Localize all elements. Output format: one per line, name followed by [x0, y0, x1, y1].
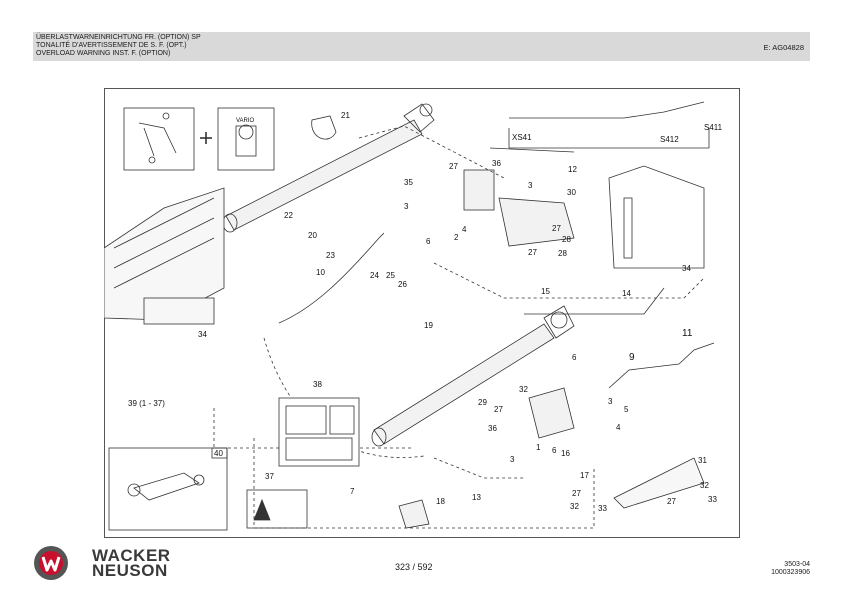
vario-label: VARIO	[236, 118, 255, 124]
callout-23: 23	[326, 251, 335, 260]
callout-31: 31	[698, 456, 707, 465]
callout-29: 29	[478, 398, 487, 407]
title-english: OVERLOAD WARNING INST. F. (OPTION)	[36, 50, 171, 57]
callout-36: 36	[488, 424, 497, 433]
header-titles: ÜBERLASTWARNEINRICHTUNG FR. (OPTION) SP …	[36, 34, 201, 58]
connector-xs41: XS41	[512, 133, 532, 142]
callout-24: 24	[370, 271, 379, 280]
callout-5: 5	[624, 405, 629, 414]
callout-26: 26	[398, 280, 407, 289]
callout-27: 27	[667, 497, 676, 506]
callout-3: 3	[404, 202, 409, 211]
doc-ref-line-1: 3503-04	[784, 561, 810, 568]
callout-6: 6	[552, 446, 557, 455]
callout-34: 34	[198, 330, 207, 339]
callout-32: 32	[700, 481, 709, 490]
callout-33: 33	[708, 495, 717, 504]
callout-32: 32	[570, 502, 579, 511]
header-bar: ÜBERLASTWARNEINRICHTUNG FR. (OPTION) SP …	[33, 32, 810, 61]
callout-12: 12	[568, 165, 577, 174]
brand-line-2: NEUSON	[92, 561, 168, 580]
callout-27: 27	[572, 489, 581, 498]
exploded-parts-diagram: 1 2 3 3 3 3 4 4 5 6 6 6 7 9 10 11 12 13 …	[104, 101, 723, 531]
callout-7: 7	[350, 487, 355, 496]
title-german: ÜBERLASTWARNEINRICHTUNG FR. (OPTION) SP	[36, 34, 201, 41]
callout-2: 2	[454, 233, 459, 242]
callout-3: 3	[608, 397, 613, 406]
connector-s411: S411	[704, 123, 723, 132]
callout-1: 1	[536, 443, 541, 452]
callout-19: 19	[424, 321, 433, 330]
callout-27: 27	[449, 162, 458, 171]
callout-28: 28	[558, 249, 567, 258]
document-reference: 3503-04 1000323906	[771, 561, 810, 577]
drawing-code: E: AG04828	[763, 43, 804, 52]
callout-3: 3	[528, 181, 533, 190]
callout-34: 34	[682, 264, 691, 273]
callout-40: 40	[214, 449, 223, 458]
callout-25: 25	[386, 271, 395, 280]
brand-name: WACKER NEUSON	[92, 546, 171, 580]
callout-39: 39 (1 - 37)	[128, 399, 165, 408]
callout-6: 6	[426, 237, 431, 246]
doc-ref-line-2: 1000323906	[771, 569, 810, 576]
callout-9: 9	[629, 352, 635, 363]
callout-27: 27	[494, 405, 503, 414]
callout-3: 3	[510, 455, 515, 464]
page-number: 323 / 592	[395, 562, 433, 572]
callout-28: 28	[562, 235, 571, 244]
callout-6: 6	[572, 353, 577, 362]
callout-32: 32	[519, 385, 528, 394]
callout-15: 15	[541, 287, 550, 296]
callout-35: 35	[404, 178, 413, 187]
callout-4: 4	[462, 225, 467, 234]
callout-27: 27	[552, 224, 561, 233]
callout-33: 33	[598, 504, 607, 513]
brand-line-1: WACKER	[92, 546, 171, 565]
callout-37: 37	[265, 472, 274, 481]
callout-14: 14	[622, 289, 631, 298]
connector-s412: S412	[660, 135, 679, 144]
callout-17: 17	[580, 471, 589, 480]
callout-27: 27	[528, 248, 537, 257]
callout-11: 11	[682, 328, 693, 339]
callout-10: 10	[316, 268, 325, 277]
callout-18: 18	[436, 497, 445, 506]
callout-36: 36	[492, 159, 501, 168]
title-french: TONALITÉ D'AVERTISSEMENT DE S. F. (OPT.)	[36, 42, 187, 49]
callout-4: 4	[616, 423, 621, 432]
callout-13: 13	[472, 493, 481, 502]
callout-20: 20	[308, 231, 317, 240]
callout-38: 38	[313, 380, 322, 389]
wacker-neuson-logo-icon	[34, 546, 68, 580]
callout-16: 16	[561, 449, 570, 458]
callout-30: 30	[567, 188, 576, 197]
callout-21: 21	[341, 111, 350, 120]
callout-22: 22	[284, 211, 293, 220]
